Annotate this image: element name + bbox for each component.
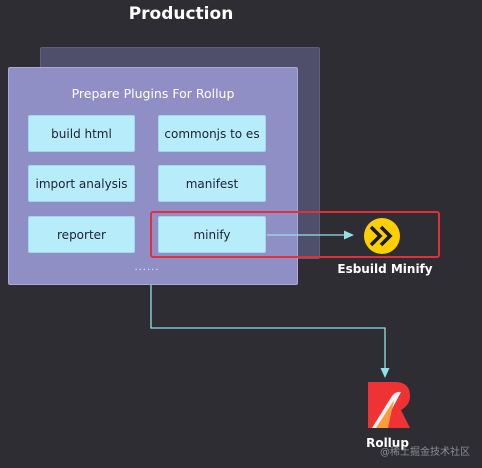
rollup-label: Rollup (366, 436, 409, 450)
more-plugins-ellipsis: ...... (134, 262, 160, 273)
plugin-commonjs-to-es: commonjs to es (158, 115, 266, 152)
card-to-rollup-connector (150, 285, 390, 378)
diagram-title: Production (128, 4, 234, 24)
esbuild-minify-label: Esbuild Minify (337, 262, 433, 276)
plugin-reporter: reporter (28, 216, 135, 253)
esbuild-logo-icon (364, 218, 400, 254)
watermark: @稀土掘金技术社区 (380, 447, 470, 458)
plugin-minify: minify (158, 216, 266, 253)
plugin-import-analysis: import analysis (28, 165, 135, 202)
plugins-card-title: Prepare Plugins For Rollup (71, 86, 235, 101)
plugin-manifest: manifest (158, 165, 266, 202)
minify-highlight-box (150, 211, 440, 258)
plugin-build-html: build html (28, 115, 135, 152)
minify-to-esbuild-arrow (267, 230, 354, 240)
rollup-logo-icon (368, 382, 410, 428)
